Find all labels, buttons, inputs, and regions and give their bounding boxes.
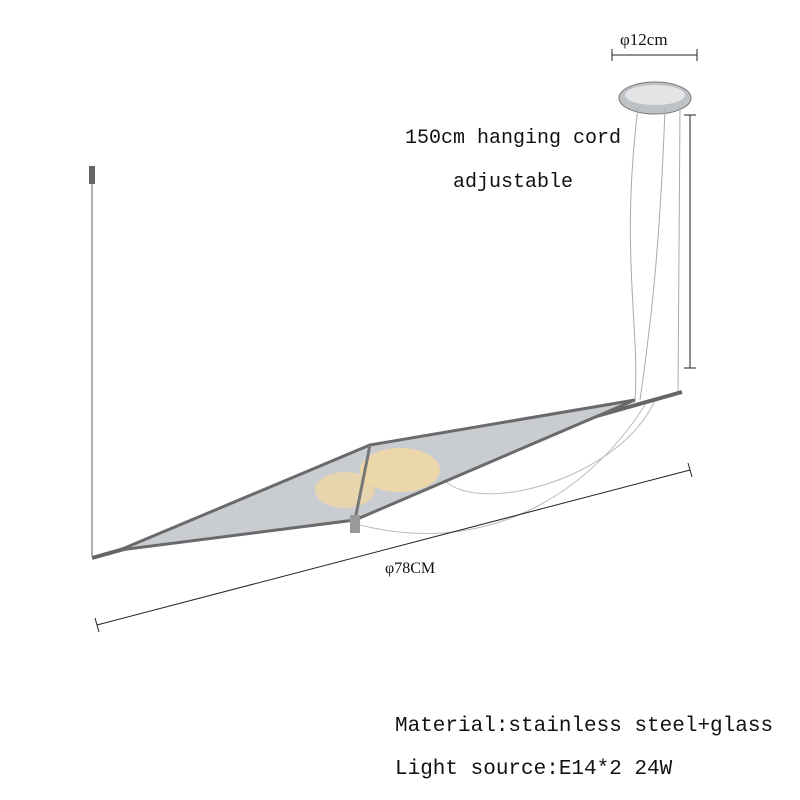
hanging-cord bbox=[629, 107, 639, 401]
material-spec: Material:stainless steel+glass bbox=[395, 715, 774, 738]
canopy-diameter-label: φ12cm bbox=[620, 30, 668, 49]
light-source-spec: Light source:E14*2 24W bbox=[395, 758, 673, 781]
length-dimension-line bbox=[96, 469, 691, 626]
lamp-length-label: φ78CM bbox=[385, 560, 436, 577]
cord-length-label: 150cm hanging cord bbox=[405, 127, 622, 150]
cord-adjustable-label: adjustable bbox=[453, 171, 574, 194]
